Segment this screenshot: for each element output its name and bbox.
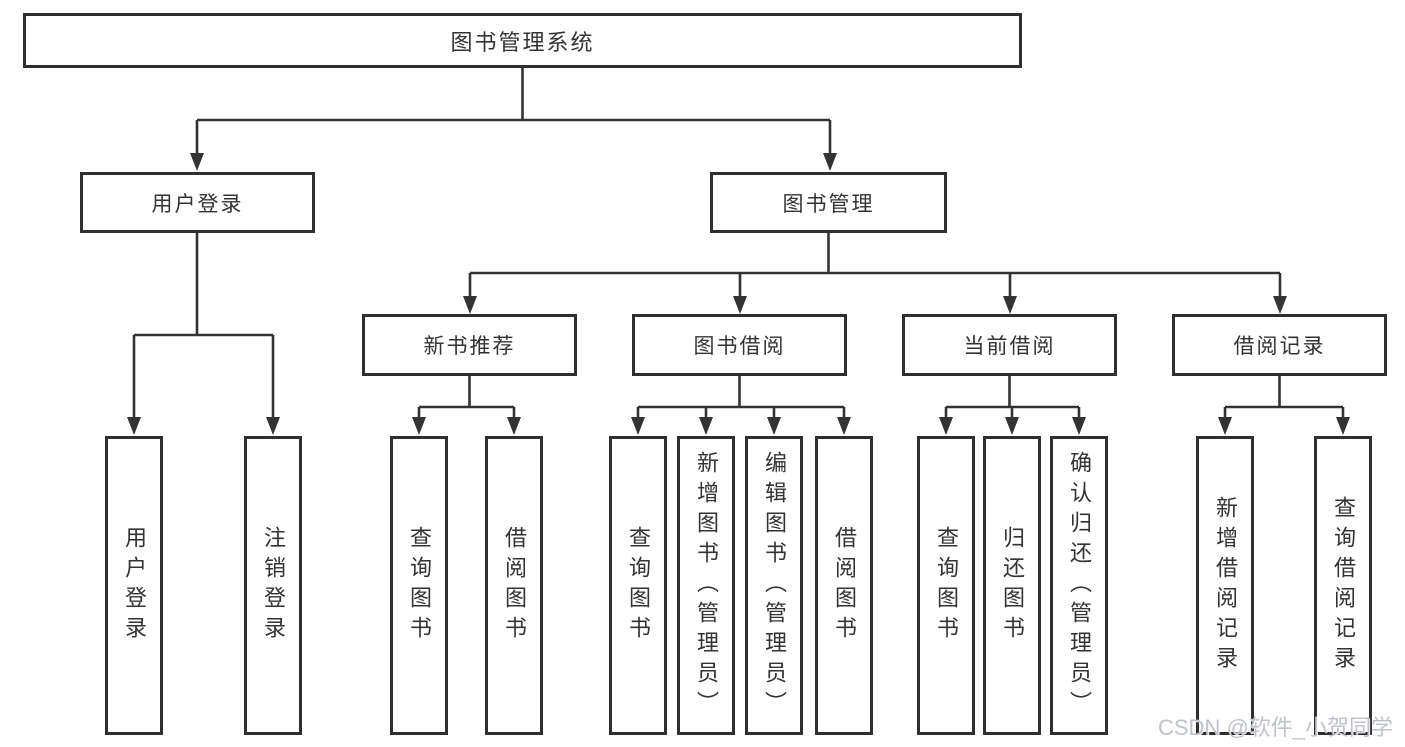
node-root-system: 图书管理系统	[23, 13, 1022, 68]
leaf-logout-label: 注销登录	[261, 525, 286, 646]
leaf-borrow-books-recommend-label: 借阅图书	[502, 525, 527, 646]
leaf-query-borrow-record: 查询借阅记录	[1314, 436, 1372, 735]
leaf-confirm-return-admin: 确认归还（管理员）	[1050, 436, 1108, 735]
leaf-query-books-borrow: 查询图书	[609, 436, 667, 735]
node-root-label: 图书管理系统	[450, 29, 595, 55]
leaf-query-books-borrow-label: 查询图书	[626, 525, 651, 646]
csdn-watermark: CSDN @软件_小贺同学	[1158, 715, 1394, 740]
leaf-add-books-admin: 新增图书（管理员）	[677, 436, 735, 735]
leaf-add-borrow-record-label: 新增借阅记录	[1213, 495, 1238, 676]
node-new-book-recommend: 新书推荐	[362, 314, 577, 376]
node-user-login: 用户登录	[80, 172, 315, 233]
leaf-return-books: 归还图书	[983, 436, 1041, 735]
node-current-borrowing: 当前借阅	[902, 314, 1117, 376]
leaf-borrow-books-recommend: 借阅图书	[485, 436, 543, 735]
leaf-edit-books-admin-label: 编辑图书（管理员）	[762, 450, 787, 721]
node-book-borrowing: 图书借阅	[632, 314, 847, 376]
node-book-management: 图书管理	[710, 172, 947, 233]
node-book-borrowing-label: 图书借阅	[693, 335, 786, 358]
leaf-add-books-admin-label: 新增图书（管理员）	[694, 450, 719, 721]
leaf-add-borrow-record: 新增借阅记录	[1196, 436, 1254, 735]
leaf-query-books-current-label: 查询图书	[934, 525, 959, 646]
node-book-management-label: 图书管理	[782, 192, 875, 216]
node-user-login-label: 用户登录	[151, 192, 244, 216]
leaf-borrow-books: 借阅图书	[815, 436, 873, 735]
leaf-query-books-current: 查询图书	[917, 436, 975, 735]
leaf-query-books-recommend-label: 查询图书	[407, 525, 432, 646]
leaf-logout: 注销登录	[244, 436, 302, 735]
leaf-user-login-label: 用户登录	[122, 525, 147, 646]
leaf-confirm-return-admin-label: 确认归还（管理员）	[1067, 450, 1092, 721]
leaf-user-login: 用户登录	[105, 436, 163, 735]
leaf-edit-books-admin: 编辑图书（管理员）	[745, 436, 803, 735]
leaf-borrow-books-label: 借阅图书	[832, 525, 857, 646]
node-borrowing-records: 借阅记录	[1172, 314, 1387, 376]
leaf-return-books-label: 归还图书	[1000, 525, 1025, 646]
node-borrowing-records-label: 借阅记录	[1233, 335, 1326, 358]
node-new-book-recommend-label: 新书推荐	[423, 335, 516, 358]
node-current-borrowing-label: 当前借阅	[963, 335, 1056, 358]
leaf-query-borrow-record-label: 查询借阅记录	[1331, 495, 1356, 676]
leaf-query-books-recommend: 查询图书	[390, 436, 448, 735]
